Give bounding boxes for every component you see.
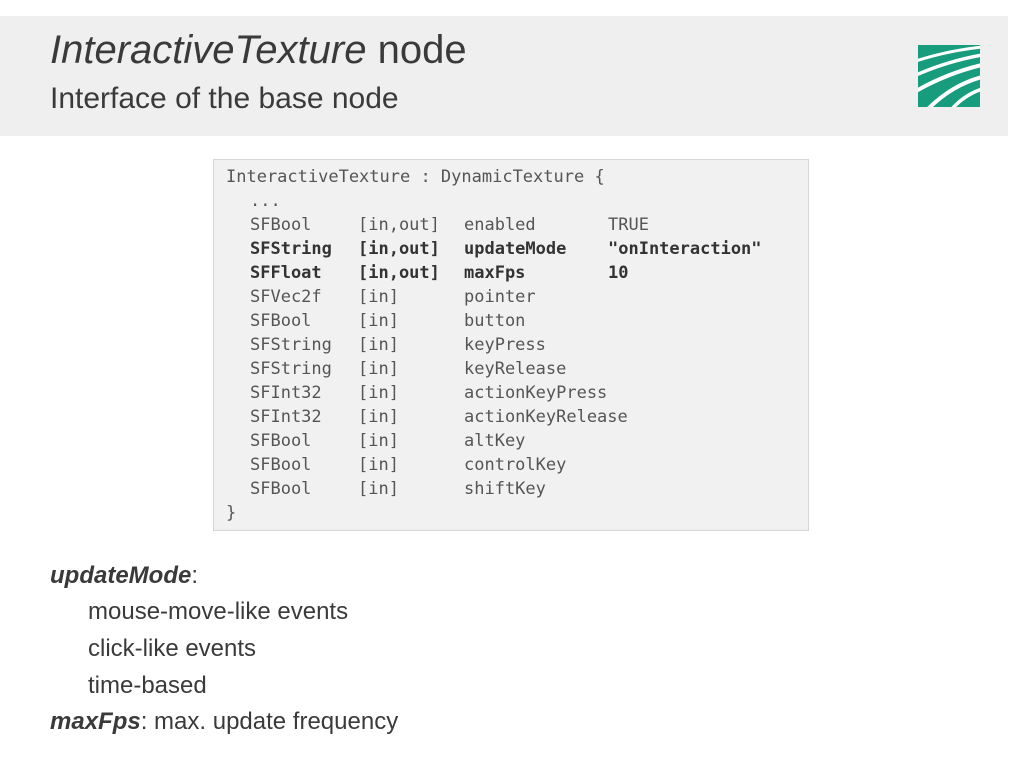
field-type: SFBool (250, 455, 312, 475)
code-field-line: SFString [in,out] updateMode "onInteraction… (226, 237, 762, 261)
code-field-line: SFBool [in] altKey (226, 429, 608, 453)
field-type: SFBool (250, 311, 312, 331)
update-mode-colon: : (191, 562, 198, 589)
max-fps-line: maxFps: max. update frequency (50, 707, 398, 737)
field-name: actionKeyRelease (464, 407, 628, 427)
field-access: [in] (358, 383, 399, 403)
update-mode-item: click-like events (88, 635, 257, 662)
field-name: keyPress (464, 335, 546, 355)
max-fps-text: : max. update frequency (140, 708, 399, 735)
field-name: actionKeyPress (464, 383, 608, 403)
update-mode-heading: updateMode: (50, 561, 198, 591)
slide-subtitle: Interface of the base node (50, 82, 399, 115)
field-type: SFVec2f (250, 287, 322, 307)
code-field-line: SFString [in] keyRelease (226, 357, 608, 381)
field-name: updateMode (464, 239, 567, 259)
field-type: SFInt32 (250, 383, 322, 403)
title-suffix: node (366, 28, 467, 72)
field-name: altKey (464, 431, 526, 451)
code-field-line: SFBool [in] controlKey (226, 453, 608, 477)
field-name: keyRelease (464, 359, 567, 379)
title-node-name: InteractiveTexture (50, 28, 367, 72)
field-name: button (464, 311, 526, 331)
slide-title: InteractiveTexture node (50, 28, 467, 72)
update-mode-item: time-based (88, 672, 207, 699)
code-field-line: SFBool [in,out] enabled TRUE (226, 213, 649, 237)
field-name: controlKey (464, 455, 567, 475)
field-name: shiftKey (464, 479, 546, 499)
code-ellipsis: ... (250, 191, 281, 211)
field-value: TRUE (608, 215, 649, 235)
code-field-line: SFVec2f [in] pointer (226, 285, 608, 309)
field-access: [in] (358, 335, 399, 355)
field-access: [in] (358, 407, 399, 427)
code-field-line: SFString [in] keyPress (226, 333, 608, 357)
field-type: SFBool (250, 215, 312, 235)
field-value: 10 (608, 263, 629, 283)
field-name: maxFps (464, 263, 526, 283)
field-access: [in] (358, 287, 399, 307)
code-field-line: SFBool [in] shiftKey (226, 477, 608, 501)
max-fps-term: maxFps (50, 708, 141, 735)
code-field-line: SFInt32 [in] actionKeyPress (226, 381, 608, 405)
field-type: SFString (250, 239, 332, 259)
field-access: [in] (358, 479, 399, 499)
update-mode-term: updateMode (50, 562, 192, 589)
code-field-line: SFBool [in] button (226, 309, 608, 333)
fraunhofer-logo-icon (918, 45, 980, 107)
field-type: SFString (250, 359, 332, 379)
field-value: "onInteraction" (608, 239, 762, 259)
code-field-line: SFInt32 [in] actionKeyRelease (226, 405, 628, 429)
field-type: SFFloat (250, 263, 322, 283)
field-access: [in] (358, 431, 399, 451)
field-access: [in,out] (358, 239, 440, 259)
slide-header (0, 16, 1008, 136)
field-type: SFBool (250, 431, 312, 451)
field-access: [in] (358, 359, 399, 379)
code-listing: InteractiveTexture : DynamicTexture { ..… (213, 159, 809, 531)
field-name: enabled (464, 215, 536, 235)
field-access: [in] (358, 311, 399, 331)
field-type: SFInt32 (250, 407, 322, 427)
field-access: [in] (358, 455, 399, 475)
update-mode-item: mouse-move-like events (88, 598, 349, 625)
code-ellipsis-line: ... (226, 189, 281, 213)
code-field-line: SFFloat [in,out] maxFps 10 (226, 261, 628, 285)
field-type: SFBool (250, 479, 312, 499)
field-name: pointer (464, 287, 536, 307)
code-opening-line: InteractiveTexture : DynamicTexture { (226, 167, 605, 187)
field-type: SFString (250, 335, 332, 355)
code-closing-line: } (226, 503, 237, 523)
field-access: [in,out] (358, 215, 440, 235)
field-access: [in,out] (358, 263, 440, 283)
